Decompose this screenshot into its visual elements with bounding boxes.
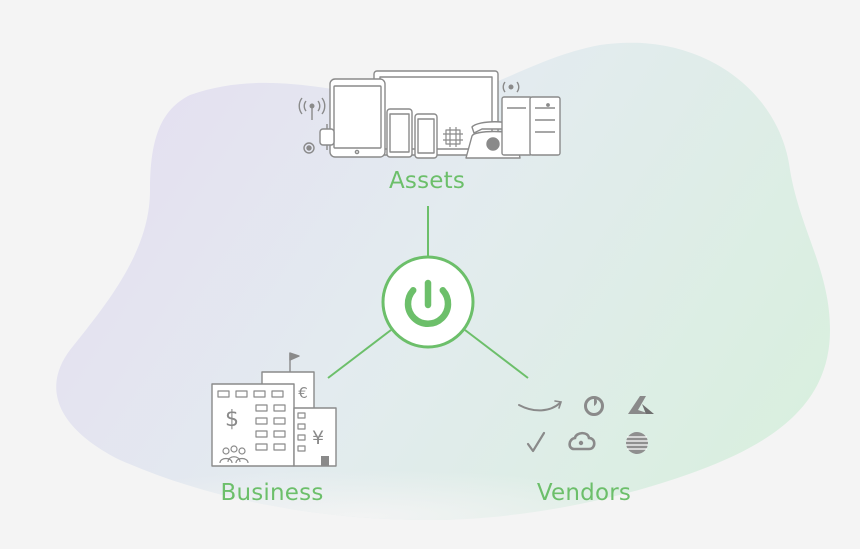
att-globe-icon: [626, 432, 648, 454]
building-right: ¥: [293, 407, 337, 467]
azure-icon: [628, 396, 654, 414]
wifi-signal-icon: [298, 97, 326, 120]
assets-label: Assets: [388, 168, 466, 194]
connector-lines: [327, 206, 529, 379]
sensor-icon: [303, 142, 315, 154]
hub-power-node: [381, 255, 475, 349]
connector-business: [327, 329, 392, 379]
phone-icon-2: [414, 113, 438, 159]
power-icon: [404, 279, 452, 327]
amazon-smile-icon: [518, 400, 563, 412]
connector-vendors: [464, 329, 529, 379]
vendors-label: Vendors: [536, 480, 632, 506]
phone-icon-1: [386, 108, 413, 158]
tablet-icon: [329, 78, 386, 158]
chip-icon: [443, 127, 463, 147]
vendors-logos-illustration: [518, 396, 654, 454]
server-cabinet-icon: [501, 96, 561, 156]
broadcast-icon: [502, 81, 520, 93]
vodafone-icon: [584, 396, 604, 416]
euro-symbol: €: [298, 384, 308, 402]
people-group-icon: [219, 445, 249, 464]
svg-text:¥: ¥: [312, 427, 324, 449]
checkmark-icon: [526, 431, 546, 453]
yen-symbol: ¥: [312, 427, 324, 449]
svg-text:€: €: [298, 384, 308, 402]
dollar-symbol: $: [225, 407, 239, 432]
svg-text:$: $: [225, 407, 239, 432]
building-main: $: [211, 383, 295, 467]
assets-devices-illustration: [298, 70, 561, 159]
business-label: Business: [220, 480, 324, 506]
google-cloud-icon: [568, 431, 596, 451]
business-buildings-illustration: € $: [211, 352, 337, 467]
flag-icon: [289, 352, 300, 372]
smartwatch-icon: [319, 124, 335, 150]
